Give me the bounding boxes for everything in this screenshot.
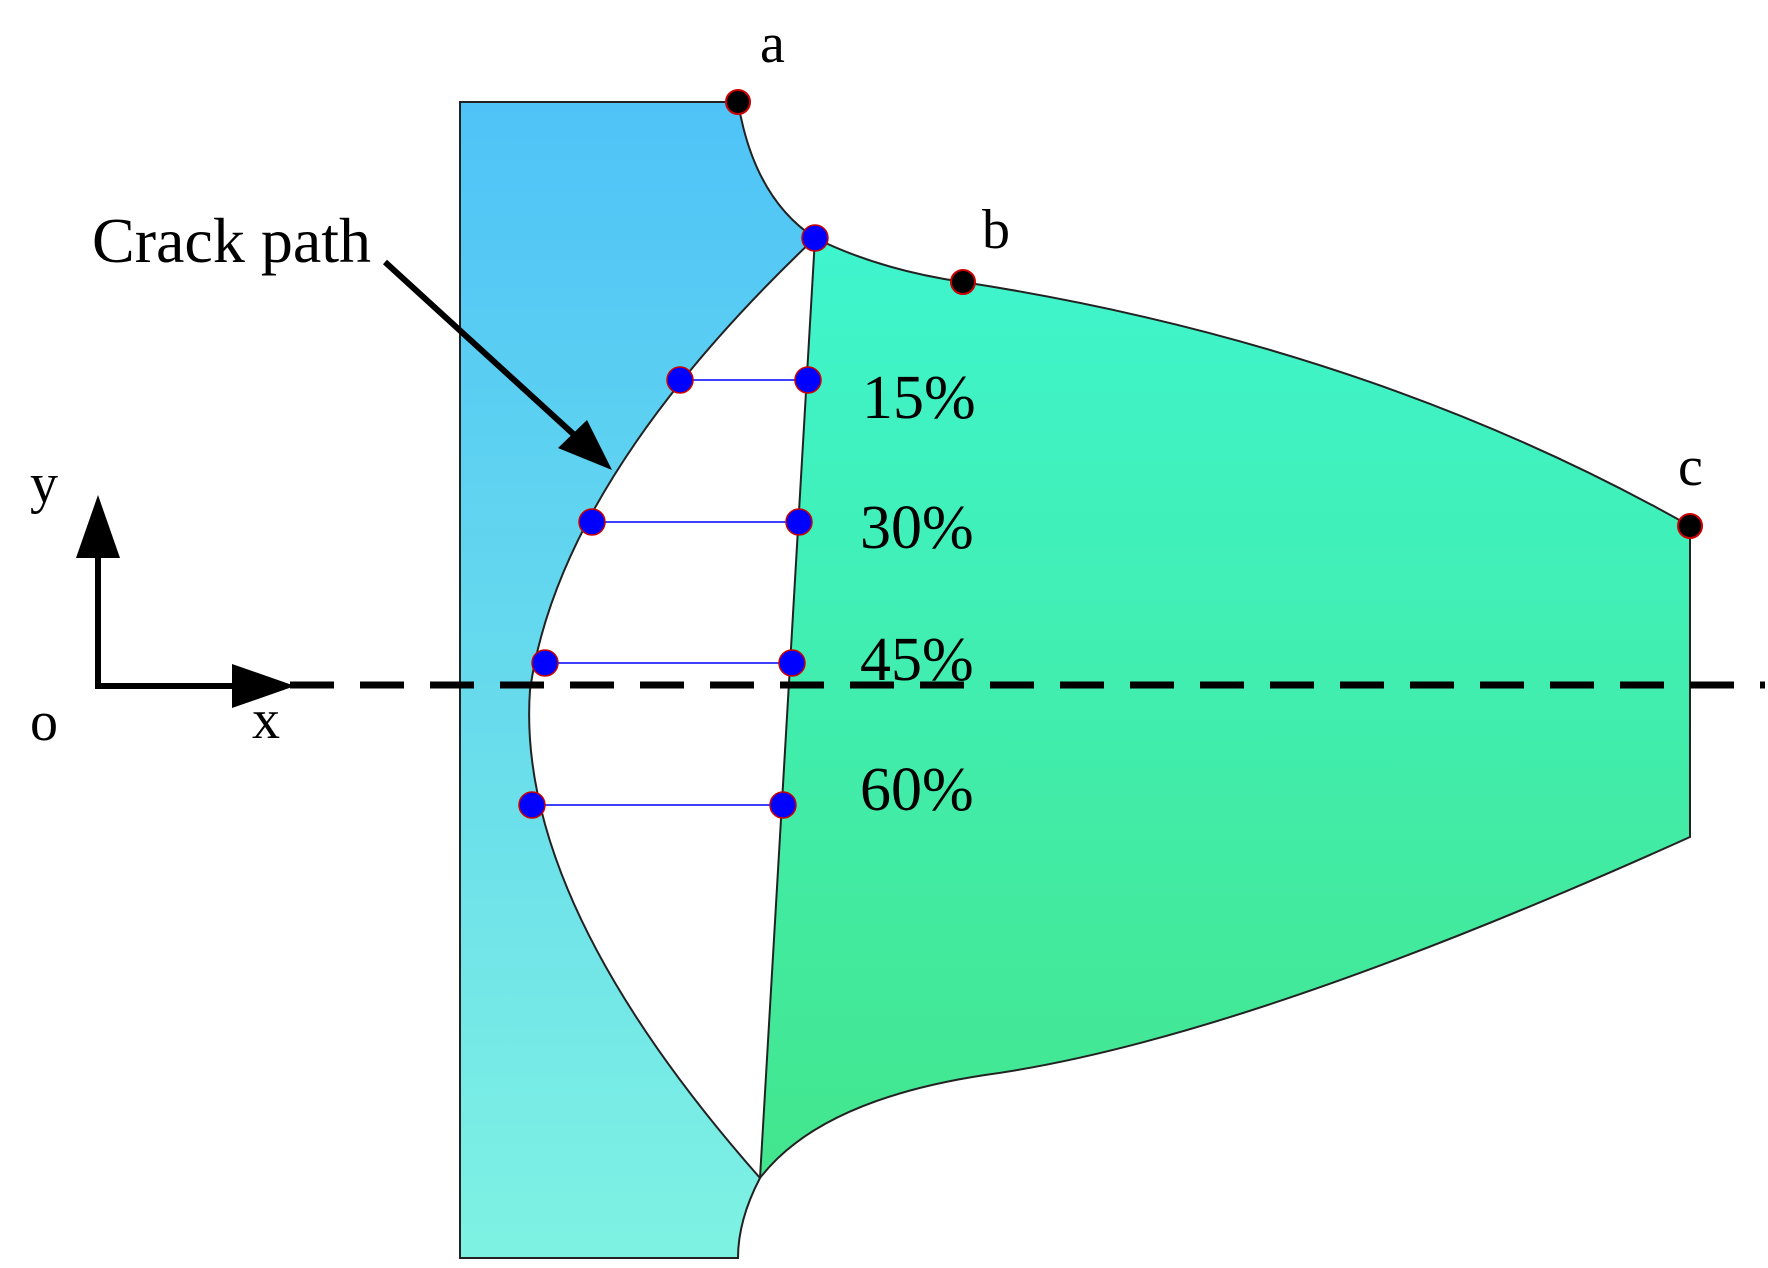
crack-marker-60-right <box>769 791 797 819</box>
crack-level-15-label: 15% <box>862 364 976 432</box>
crack-path-arrowhead <box>558 420 612 470</box>
point-b-marker <box>950 269 976 295</box>
y-axis-arrowhead <box>76 495 120 558</box>
x-axis-arrowhead <box>232 664 295 708</box>
crack-level-60-label: 60% <box>860 756 974 824</box>
point-c-label: c <box>1678 436 1703 498</box>
crack-path-label: Crack path <box>92 205 371 276</box>
crack-path-arrow-shaft <box>382 259 585 445</box>
crack-marker-15-right <box>794 366 822 394</box>
crack-level-30-label: 30% <box>860 494 974 562</box>
point-a-label: a <box>760 13 785 75</box>
crack-level-45-label: 45% <box>860 626 974 694</box>
x-axis-label: x <box>252 689 280 751</box>
crack-marker-tip <box>801 224 829 252</box>
crack-marker-30-right <box>785 508 813 536</box>
point-c-marker <box>1677 513 1703 539</box>
point-a-marker <box>725 89 751 115</box>
left-body <box>459 101 817 1259</box>
origin-label: o <box>30 691 58 753</box>
y-axis-label: y <box>30 453 58 515</box>
crack-marker-45-left <box>531 649 559 677</box>
crack-marker-45-right <box>778 649 806 677</box>
crack-marker-15-left <box>666 366 694 394</box>
point-b-label: b <box>982 199 1010 261</box>
crack-marker-30-left <box>578 508 606 536</box>
crack-marker-60-left <box>518 791 546 819</box>
